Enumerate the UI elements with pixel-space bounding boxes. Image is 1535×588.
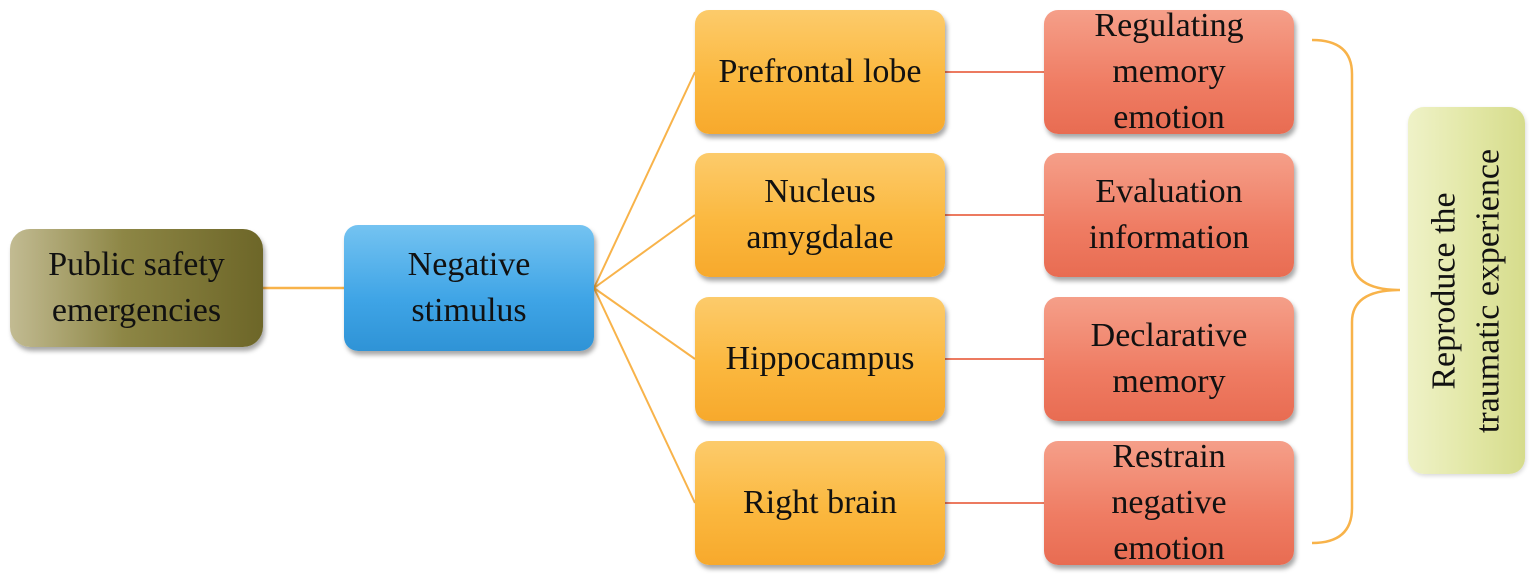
function-box-declarative-memory: Declarative memory [1044, 297, 1294, 421]
connector-stimulus-region-0 [593, 71, 696, 289]
public-safety-emergencies-box: Public safety emergencies [10, 229, 263, 347]
negative-stimulus-box: Negative stimulus [344, 225, 594, 351]
reproduce-traumatic-experience-box: Reproduce the traumatic experience [1408, 107, 1525, 474]
connector-stimulus-region-1 [593, 214, 696, 289]
region-label: Right brain [743, 484, 897, 521]
region-box-right-brain: Right brain [695, 441, 945, 565]
function-label: Restrain negative emotion [1111, 438, 1227, 567]
region-box-nucleus-amygdalae: Nucleus amygdalae [695, 153, 945, 277]
connector-stimulus-region-3 [593, 287, 696, 504]
region-label: Prefrontal lobe [718, 53, 922, 90]
connector-stimulus-region-2 [593, 287, 696, 360]
reproduce-traumatic-experience-label: Reproduce the traumatic experience [1425, 148, 1507, 433]
function-box-restrain-negative-emotion: Restrain negative emotion [1044, 438, 1294, 567]
function-label: Regulating memory emotion [1094, 7, 1244, 136]
region-label: Hippocampus [725, 340, 915, 377]
region-box-prefrontal-lobe: Prefrontal lobe [695, 10, 945, 134]
function-box-regulating-memory-emotion: Regulating memory emotion [1044, 7, 1294, 136]
curly-brace [1311, 38, 1401, 545]
negative-stimulus-label: Negative stimulus [407, 246, 531, 329]
function-label: Evaluation information [1088, 173, 1250, 256]
function-box-evaluation-information: Evaluation information [1044, 153, 1294, 277]
function-label: Declarative memory [1090, 317, 1248, 400]
region-box-hippocampus: Hippocampus [695, 297, 945, 421]
region-label: Nucleus amygdalae [746, 173, 894, 256]
public-safety-emergencies-label: Public safety emergencies [48, 246, 225, 329]
